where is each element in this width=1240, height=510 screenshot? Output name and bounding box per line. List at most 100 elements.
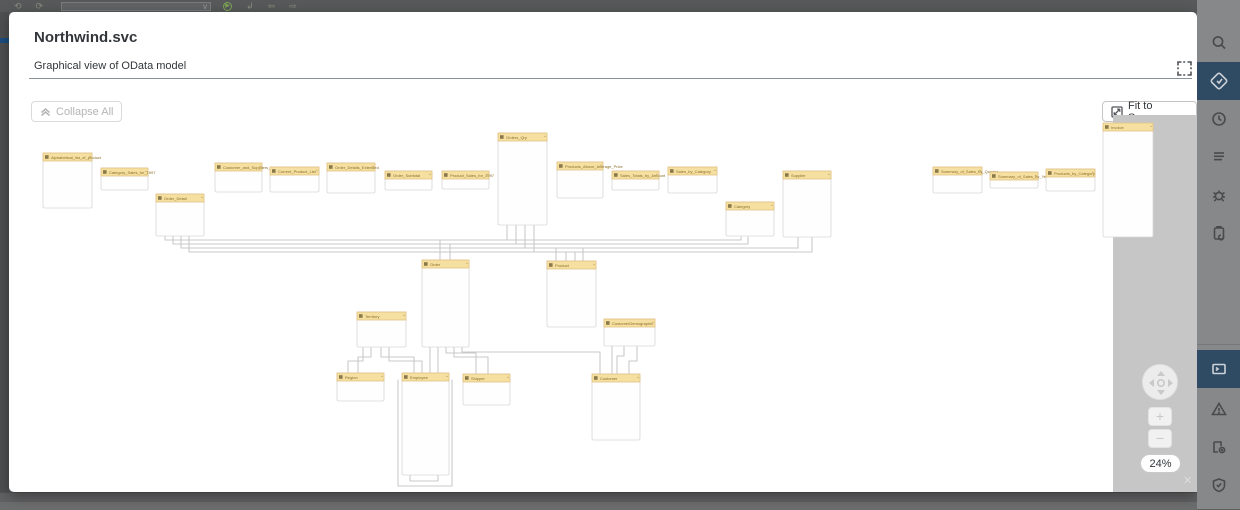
entity-type-icon bbox=[549, 263, 553, 267]
entity-type-icon bbox=[424, 262, 428, 266]
entity-CustomerDemographic[interactable]: CustomerDemographic⌃ bbox=[603, 318, 656, 347]
entity-name: Invoice bbox=[1111, 125, 1124, 130]
entity-header bbox=[214, 162, 263, 172]
file-settings-icon[interactable] bbox=[1197, 428, 1240, 466]
entity-Summary_of_Sales_by_Year[interactable]: Summary_of_Sales_by_Year⌃ bbox=[989, 171, 1050, 189]
graphical-modeler-icon[interactable] bbox=[1197, 62, 1240, 100]
entity-Sales_by_Category[interactable]: Sales_by_Category⌃ bbox=[667, 166, 718, 194]
entity-collapse-icon[interactable]: ⌃ bbox=[1034, 174, 1038, 179]
history-icon[interactable] bbox=[1197, 100, 1240, 138]
entity-collapse-icon[interactable]: ⌃ bbox=[485, 173, 489, 178]
entity-Sales_Totals_by_Amount[interactable]: Sales_Totals_by_Amount⌃ bbox=[611, 170, 666, 191]
entity-Territory[interactable]: Territory⌃ bbox=[356, 311, 407, 348]
entity-Products_Above_Average_Price[interactable]: Products_Above_Average_Price⌃ bbox=[556, 161, 624, 199]
entity-type-icon bbox=[217, 165, 221, 169]
entity-collapse-icon[interactable]: ⌃ bbox=[599, 164, 603, 169]
entity-collapse-icon[interactable]: ⌃ bbox=[402, 314, 406, 319]
entity-Region[interactable]: Region ⌃ bbox=[336, 372, 385, 402]
entity-collapse-icon[interactable]: ⌃ bbox=[636, 376, 640, 381]
entity-collapse-icon[interactable]: ⌃ bbox=[445, 375, 449, 380]
search-icon[interactable] bbox=[1197, 24, 1240, 62]
outline-icon[interactable] bbox=[1197, 138, 1240, 176]
entity-collapse-icon[interactable]: ⌃ bbox=[978, 169, 982, 174]
entity-type-icon bbox=[1105, 125, 1109, 129]
entity-type-icon bbox=[935, 169, 939, 173]
debug-icon[interactable] bbox=[1197, 176, 1240, 214]
entity-collapse-icon[interactable]: ⌃ bbox=[1091, 171, 1095, 176]
entity-collapse-icon[interactable]: ⌃ bbox=[428, 173, 432, 178]
entity-type-icon bbox=[444, 173, 448, 177]
entity-name: Order bbox=[430, 262, 441, 267]
entity-collapse-icon[interactable]: ⌃ bbox=[371, 165, 375, 170]
entity-Supplier[interactable]: Supplier⌃ bbox=[782, 170, 832, 238]
entity-collapse-icon[interactable]: ⌃ bbox=[655, 173, 659, 178]
entity-collapse-icon[interactable]: ⌃ bbox=[88, 155, 92, 160]
entity-type-icon bbox=[594, 376, 598, 380]
security-shield-icon[interactable] bbox=[1197, 466, 1240, 504]
arrow-right-icon: ⇨ bbox=[289, 1, 297, 11]
entity-collapse-icon[interactable]: ⌃ bbox=[380, 375, 384, 380]
entity-collapse-icon[interactable]: ⌃ bbox=[315, 169, 319, 174]
entity-collapse-icon[interactable]: ⌃ bbox=[543, 135, 547, 140]
terminal-icon[interactable] bbox=[1197, 350, 1240, 388]
entity-header bbox=[326, 162, 376, 172]
entity-Current_Product_List[interactable]: Current_Product_List⌃ bbox=[269, 166, 320, 193]
fullscreen-icon[interactable] bbox=[1177, 61, 1192, 76]
right-tool-sidebar bbox=[1197, 0, 1240, 509]
diagram-navigation-pad[interactable] bbox=[1142, 364, 1178, 400]
entity-Summary_of_Sales_by_Quarter[interactable]: Summary_of_Sales_by_Quarter⌃ bbox=[932, 166, 999, 194]
entity-header bbox=[42, 152, 93, 162]
entity-Orders_Qry[interactable]: Orders_Qry⌃ bbox=[497, 132, 548, 226]
entity-type-icon bbox=[670, 169, 674, 173]
entity-header bbox=[421, 259, 470, 269]
entity-name: Sales_by_Category bbox=[676, 169, 711, 174]
dialog-subtitle: Graphical view of OData model bbox=[34, 60, 187, 72]
entity-type-icon bbox=[404, 375, 408, 379]
entity-collapse-icon[interactable]: ⌃ bbox=[651, 321, 655, 326]
active-tab-marker bbox=[0, 38, 9, 43]
entity-Products_by_Category[interactable]: Products_by_Category⌃ bbox=[1045, 168, 1096, 192]
entity-Order[interactable]: Order ⌃ bbox=[421, 259, 470, 348]
entity-Product[interactable]: Product⌃ bbox=[546, 260, 597, 328]
entity-type-icon bbox=[158, 196, 162, 200]
entity-name: Customer bbox=[600, 376, 618, 381]
entity-Category_Sales_for_1997[interactable]: Category_Sales_for_1997⌃ bbox=[100, 167, 156, 191]
entity-Employee[interactable]: Employee⌃ bbox=[401, 372, 450, 476]
entity-name: Order_Subtotal bbox=[393, 173, 420, 178]
entity-collapse-icon[interactable]: ⌃ bbox=[770, 204, 774, 209]
entity-Customer_and_Suppliers_by_City[interactable]: Customer_and_Suppliers_by_City⌃ bbox=[214, 162, 284, 193]
profile-dropdown: v bbox=[61, 1, 212, 11]
entity-collapse-icon[interactable]: ⌃ bbox=[827, 173, 831, 178]
entity-Order_Detail[interactable]: Order_Detail ⌃ bbox=[155, 193, 205, 237]
zoom-out-button[interactable]: − bbox=[1148, 429, 1172, 448]
undo-icon: ⟲ bbox=[14, 1, 22, 11]
header-separator bbox=[29, 78, 1192, 79]
entity-name: Products_Above_Average_Price bbox=[565, 164, 624, 169]
entity-collapse-icon[interactable]: ⌃ bbox=[506, 376, 510, 381]
entity-type-icon bbox=[45, 155, 49, 159]
entity-collapse-icon[interactable]: ⌃ bbox=[200, 196, 204, 201]
entity-collapse-icon[interactable]: ⌃ bbox=[465, 262, 469, 267]
problems-warning-icon[interactable] bbox=[1197, 390, 1240, 428]
entity-header bbox=[356, 311, 407, 321]
entity-header bbox=[100, 167, 149, 177]
entity-Product_Sales_for_1997[interactable]: Product_Sales_for_1997⌃ bbox=[441, 170, 495, 190]
entity-collapse-icon[interactable]: ⌃ bbox=[144, 170, 148, 175]
entity-Alphabetical_list_of_product[interactable]: Alphabetical_list_of_product⌃ bbox=[42, 152, 102, 209]
resize-grip-icon[interactable]: ✕ bbox=[1183, 475, 1193, 487]
tasks-clipboard-icon[interactable] bbox=[1197, 214, 1240, 252]
entity-collapse-icon[interactable]: ⌃ bbox=[592, 263, 596, 268]
entity-Order_Details_Extended[interactable]: Order_Details_Extended⌃ bbox=[326, 162, 379, 194]
entity-Shipper[interactable]: Shipper⌃ bbox=[462, 373, 511, 406]
collapse-all-button[interactable]: Collapse All bbox=[31, 101, 123, 122]
entity-collapse-icon[interactable]: ⌃ bbox=[713, 169, 717, 174]
entity-name: Order_Detail bbox=[164, 196, 187, 201]
entity-collapse-icon[interactable]: ⌃ bbox=[258, 165, 262, 170]
entity-name: Region bbox=[345, 375, 358, 380]
entity-collapse-icon[interactable]: ⌃ bbox=[1149, 125, 1153, 130]
entity-Customer[interactable]: Customer ⌃ bbox=[591, 373, 641, 441]
zoom-in-button[interactable]: + bbox=[1148, 407, 1172, 426]
entity-Invoice[interactable]: Invoice ⌃ bbox=[1102, 122, 1154, 238]
entity-Order_Subtotal[interactable]: Order_Subtotal ⌃ bbox=[384, 170, 433, 191]
entity-Category[interactable]: Category⌃ bbox=[725, 201, 775, 237]
